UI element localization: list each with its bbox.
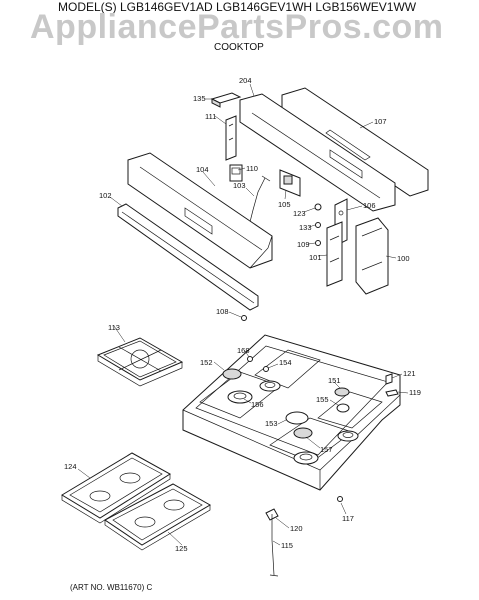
section-title: COOKTOP — [214, 42, 264, 53]
part-151[interactable] — [334, 387, 350, 397]
part-124[interactable] — [61, 452, 171, 524]
callout-204: 204 — [239, 76, 252, 85]
model-list: MODEL(S) LGB146GEV1AD LGB146GEV1WH LGB15… — [58, 0, 417, 14]
callout-111: 111 — [205, 112, 216, 121]
part-157[interactable] — [293, 427, 359, 465]
part-121[interactable] — [385, 373, 393, 385]
callout-105: 105 — [278, 200, 291, 209]
callout-153: 153 — [265, 419, 278, 428]
callout-101: 101 — [309, 253, 322, 262]
callout-151: 151 — [328, 376, 341, 385]
part-105[interactable] — [279, 169, 301, 197]
callout-115: 115 — [281, 541, 293, 550]
part-115[interactable] — [269, 514, 279, 577]
part-119[interactable] — [385, 389, 399, 397]
part-135[interactable] — [210, 92, 242, 108]
callout-102: 102 — [99, 191, 112, 200]
part-104[interactable] — [127, 152, 273, 269]
callout-109: 109 — [297, 240, 310, 249]
part-155[interactable] — [336, 403, 350, 413]
part-154[interactable] — [263, 366, 269, 372]
callout-125: 125 — [175, 544, 188, 553]
callout-106: 106 — [363, 201, 376, 210]
callout-104: 104 — [196, 165, 209, 174]
callout-123: 123 — [293, 209, 306, 218]
part-153[interactable] — [285, 411, 309, 425]
part-103[interactable] — [249, 175, 271, 223]
part-123[interactable] — [314, 203, 322, 211]
callout-103: 103 — [233, 181, 246, 190]
part-101[interactable] — [326, 221, 343, 287]
part-117[interactable] — [337, 496, 343, 502]
callout-107: 107 — [374, 117, 387, 126]
callout-108: 108 — [216, 307, 229, 316]
callout-155: 155 — [316, 395, 329, 404]
callout-133: 133 — [299, 223, 312, 232]
callout-152: 152 — [200, 358, 213, 367]
part-113[interactable] — [96, 337, 184, 387]
part-152[interactable] — [222, 368, 242, 380]
callout-157: 157 — [320, 445, 333, 454]
callout-154: 154 — [279, 358, 292, 367]
callout-117: 117 — [342, 514, 354, 523]
callout-168: 168 — [237, 346, 250, 355]
part-102[interactable] — [117, 203, 259, 311]
part-168[interactable] — [247, 356, 253, 362]
part-133[interactable] — [315, 222, 321, 228]
callout-135: 135 — [193, 94, 206, 103]
callout-124: 124 — [64, 462, 77, 471]
part-125[interactable] — [104, 483, 211, 551]
callout-113: 113 — [108, 323, 120, 332]
part-108[interactable] — [241, 315, 247, 321]
part-100[interactable] — [355, 217, 389, 295]
callout-156: 156 — [251, 400, 264, 409]
callout-100: 100 — [397, 254, 410, 263]
callout-110: 110 — [246, 164, 258, 173]
part-111[interactable] — [225, 115, 237, 161]
callout-121: 121 — [403, 369, 416, 378]
callout-119: 119 — [409, 388, 421, 397]
art-number: (ART NO. WB11670) C — [70, 583, 153, 592]
callout-120: 120 — [290, 524, 303, 533]
part-110[interactable] — [229, 164, 243, 182]
watermark-logo: AppliancePartsPros.com — [30, 8, 444, 46]
part-204[interactable] — [239, 93, 396, 212]
part-109[interactable] — [315, 240, 321, 246]
leader-lines — [77, 83, 409, 546]
